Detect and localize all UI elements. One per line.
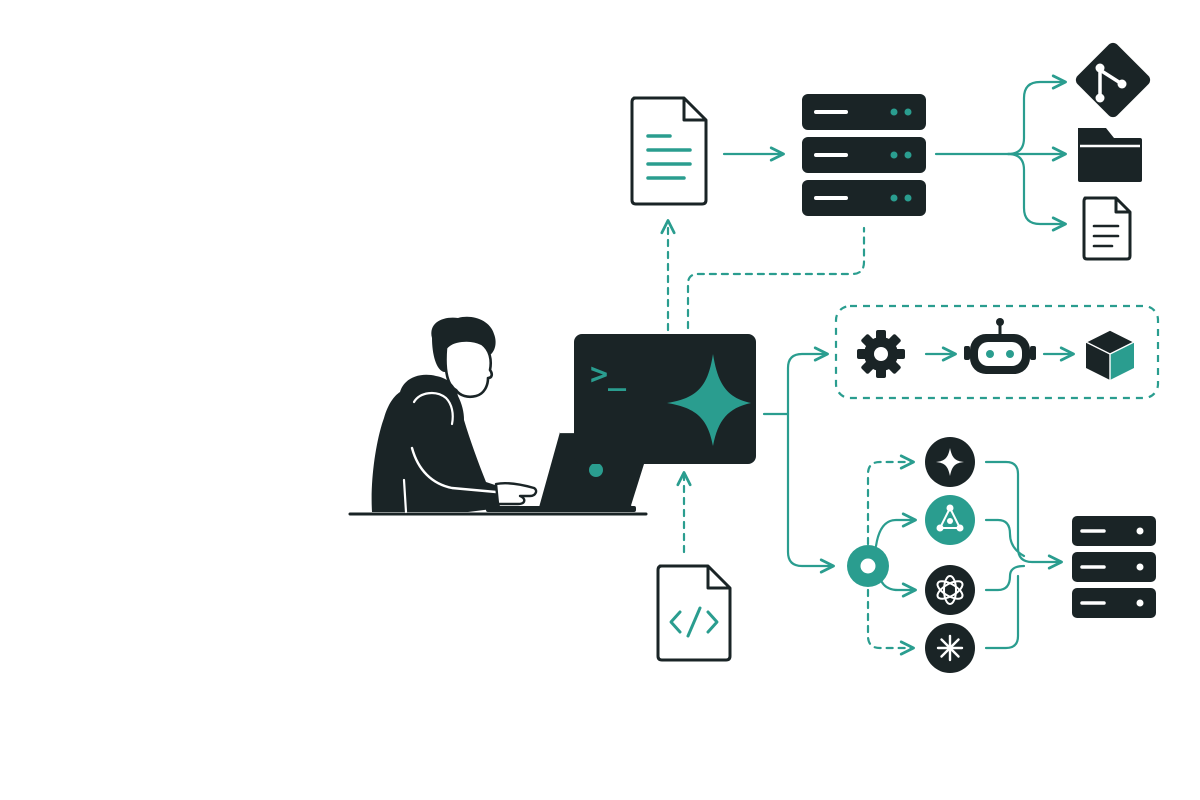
connector-router-to-model-3 (878, 576, 917, 598)
connector-model-2-merge (984, 518, 1026, 558)
connector-to-router (786, 412, 835, 574)
gear-icon (857, 330, 905, 378)
robot-icon (964, 318, 1036, 374)
document-icon (630, 96, 708, 206)
sparkle-model-icon (925, 437, 975, 487)
git-icon (1075, 42, 1151, 118)
pipeline-group (834, 304, 1160, 400)
cube-icon (1084, 329, 1136, 380)
terminal-window: >_ (574, 334, 756, 464)
connector-to-server (686, 226, 866, 330)
network-model-icon (925, 495, 975, 545)
connector-to-git (1006, 74, 1067, 156)
connector-router-to-model-4 (866, 588, 915, 656)
connector-model-4-merge (984, 574, 1020, 650)
sparkle-icon (667, 354, 751, 446)
laptop-logo-icon (589, 463, 603, 477)
folder-icon (1078, 128, 1142, 182)
output-document-icon (1082, 196, 1132, 261)
terminal-prompt-glyph: >_ (590, 357, 627, 392)
code-file-icon (656, 564, 732, 662)
connector-to-output-doc (1006, 152, 1067, 232)
connector-router-to-model-2 (874, 512, 917, 548)
connector-router-to-model-1 (866, 454, 915, 546)
connector-models-to-server (984, 460, 1063, 570)
connectors (660, 74, 1075, 656)
asterisk-model-icon (925, 623, 975, 673)
openai-model-icon (925, 565, 975, 615)
server-stack-icon (802, 94, 926, 216)
router-node-icon (847, 545, 889, 587)
server-stack-bottom-icon (1072, 516, 1156, 618)
connector-to-pipeline (786, 346, 829, 416)
pipeline-box (834, 304, 1160, 400)
connector-model-3-merge (984, 564, 1026, 592)
